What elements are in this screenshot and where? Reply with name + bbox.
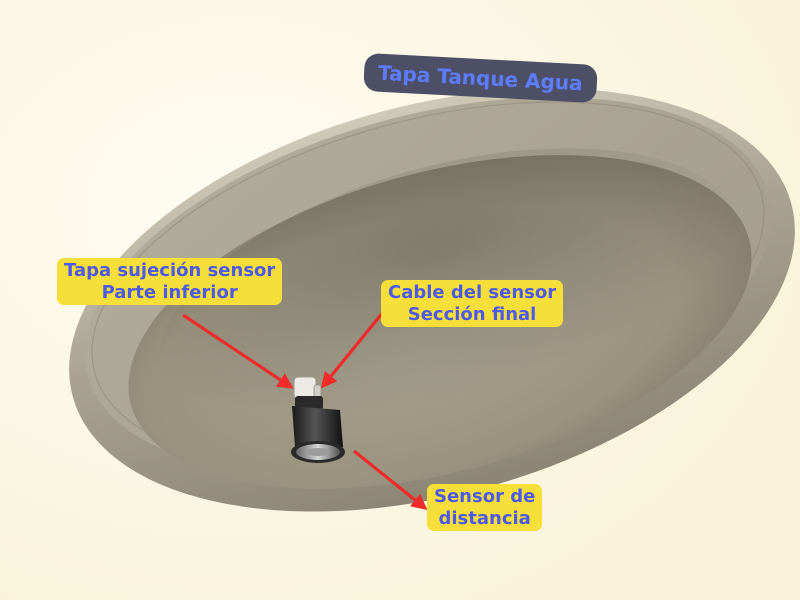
label-distance-sensor-line2: distancia [438,507,531,529]
sensor-face-center [306,448,330,456]
label-sensor-cable-line2: Sección final [407,303,537,325]
sensor-mount-cap [293,376,317,400]
label-sensor-cable: Cable del sensor Sección final [381,280,564,328]
sensor-assembly [291,376,345,463]
label-distance-sensor: Sensor de distancia [427,484,543,532]
label-sensor-mount-line2: Parte inferior [101,281,238,303]
arrow-mount [182,313,294,389]
label-distance-sensor-line1: Sensor de [434,486,536,507]
arrow-sensor [352,449,428,511]
label-sensor-mount-line1: Tapa sujeción sensor [64,260,276,281]
cable-end [313,384,322,398]
sensor-collar [295,396,323,410]
label-sensor-mount: Tapa sujeción sensor Parte inferior [57,258,283,306]
sensor-body [292,406,343,447]
label-sensor-cable-line1: Cable del sensor [388,282,557,303]
title-text: Tapa Tanque Agua [377,60,584,96]
arrow-cable [320,309,386,389]
